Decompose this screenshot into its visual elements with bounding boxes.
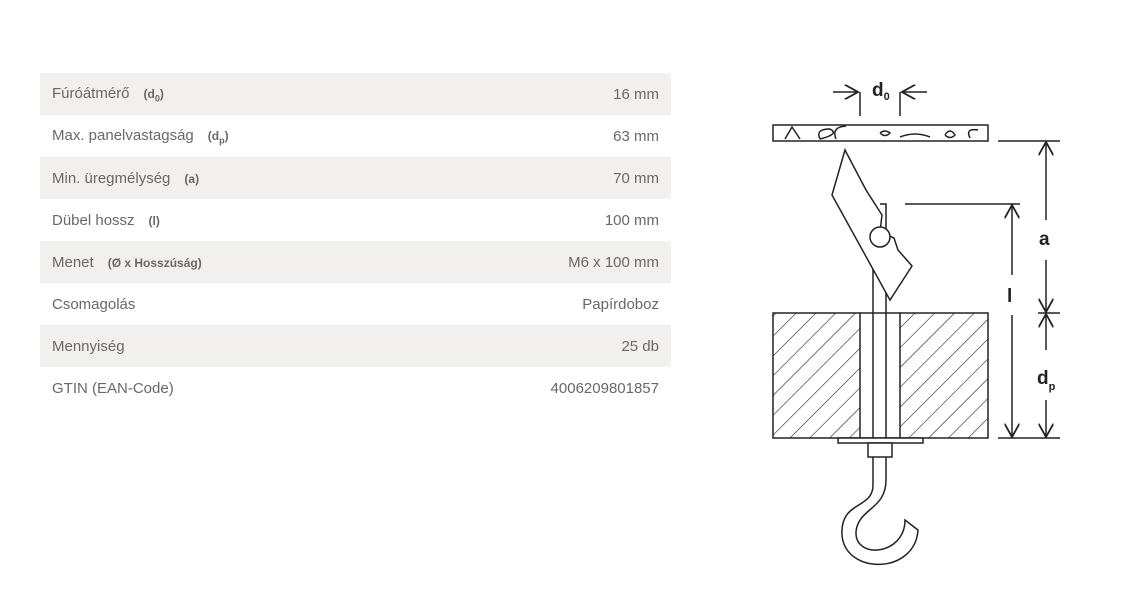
d0-label: d0 (872, 80, 890, 103)
spec-symbol: (l) (148, 213, 160, 228)
dp-label: dp (1037, 368, 1056, 393)
spec-row: Max. panelvastagság (dp) 63 mm (40, 115, 671, 157)
spec-value: Papírdoboz (582, 295, 659, 313)
spec-label-group: Csomagolás (52, 296, 135, 313)
spec-label-group: GTIN (EAN-Code) (52, 380, 174, 397)
spec-label: Csomagolás (52, 295, 136, 313)
spec-row: Fúróátmérő (d0) 16 mm (40, 73, 671, 115)
spec-value: 4006209801857 (550, 379, 659, 397)
spec-row: Dübel hossz (l) 100 mm (40, 199, 671, 241)
spec-label: GTIN (EAN-Code) (52, 379, 174, 397)
spec-value: 16 mm (613, 85, 659, 103)
spec-label-group: Menet (Ø x Hosszúság) (52, 254, 202, 271)
spec-label: Max. panelvastagság (52, 126, 194, 144)
spec-label-group: Min. üregmélység (a) (52, 170, 199, 187)
spec-label-group: Mennyiség (52, 338, 125, 355)
spec-symbol: (a) (184, 171, 200, 186)
spec-value: 70 mm (613, 169, 659, 187)
spec-label-group: Fúróátmérő (d0) (52, 85, 164, 103)
l-label: l (1007, 286, 1012, 307)
spec-label-group: Max. panelvastagság (dp) (52, 127, 229, 145)
spec-value: 63 mm (613, 127, 659, 145)
spec-label: Dübel hossz (52, 211, 135, 229)
spec-row: GTIN (EAN-Code) 4006209801857 (40, 367, 671, 409)
spec-row: Min. üregmélység (a) 70 mm (40, 157, 671, 199)
spec-table: Fúróátmérő (d0) 16 mm Max. panelvastagság (d… (40, 73, 671, 409)
spec-row: Menet (Ø x Hosszúság) M6 x 100 mm (40, 241, 671, 283)
spec-value: M6 x 100 mm (568, 253, 659, 271)
spec-label: Fúróátmérő (52, 84, 130, 102)
spec-symbol: (dp) (207, 128, 229, 146)
spec-value: 25 db (621, 337, 659, 355)
spec-symbol: (d0) (143, 86, 164, 104)
spec-row: Mennyiség 25 db (40, 325, 671, 367)
spec-label: Menet (52, 253, 94, 271)
spec-label: Mennyiség (52, 337, 125, 355)
spec-value: 100 mm (604, 211, 659, 229)
spec-row: Csomagolás Papírdoboz (40, 283, 671, 325)
a-label: a (1039, 229, 1050, 250)
spec-label-group: Dübel hossz (l) (52, 212, 160, 229)
spec-symbol: (Ø x Hosszúság) (107, 255, 202, 270)
spec-label: Min. üregmélység (52, 169, 171, 187)
